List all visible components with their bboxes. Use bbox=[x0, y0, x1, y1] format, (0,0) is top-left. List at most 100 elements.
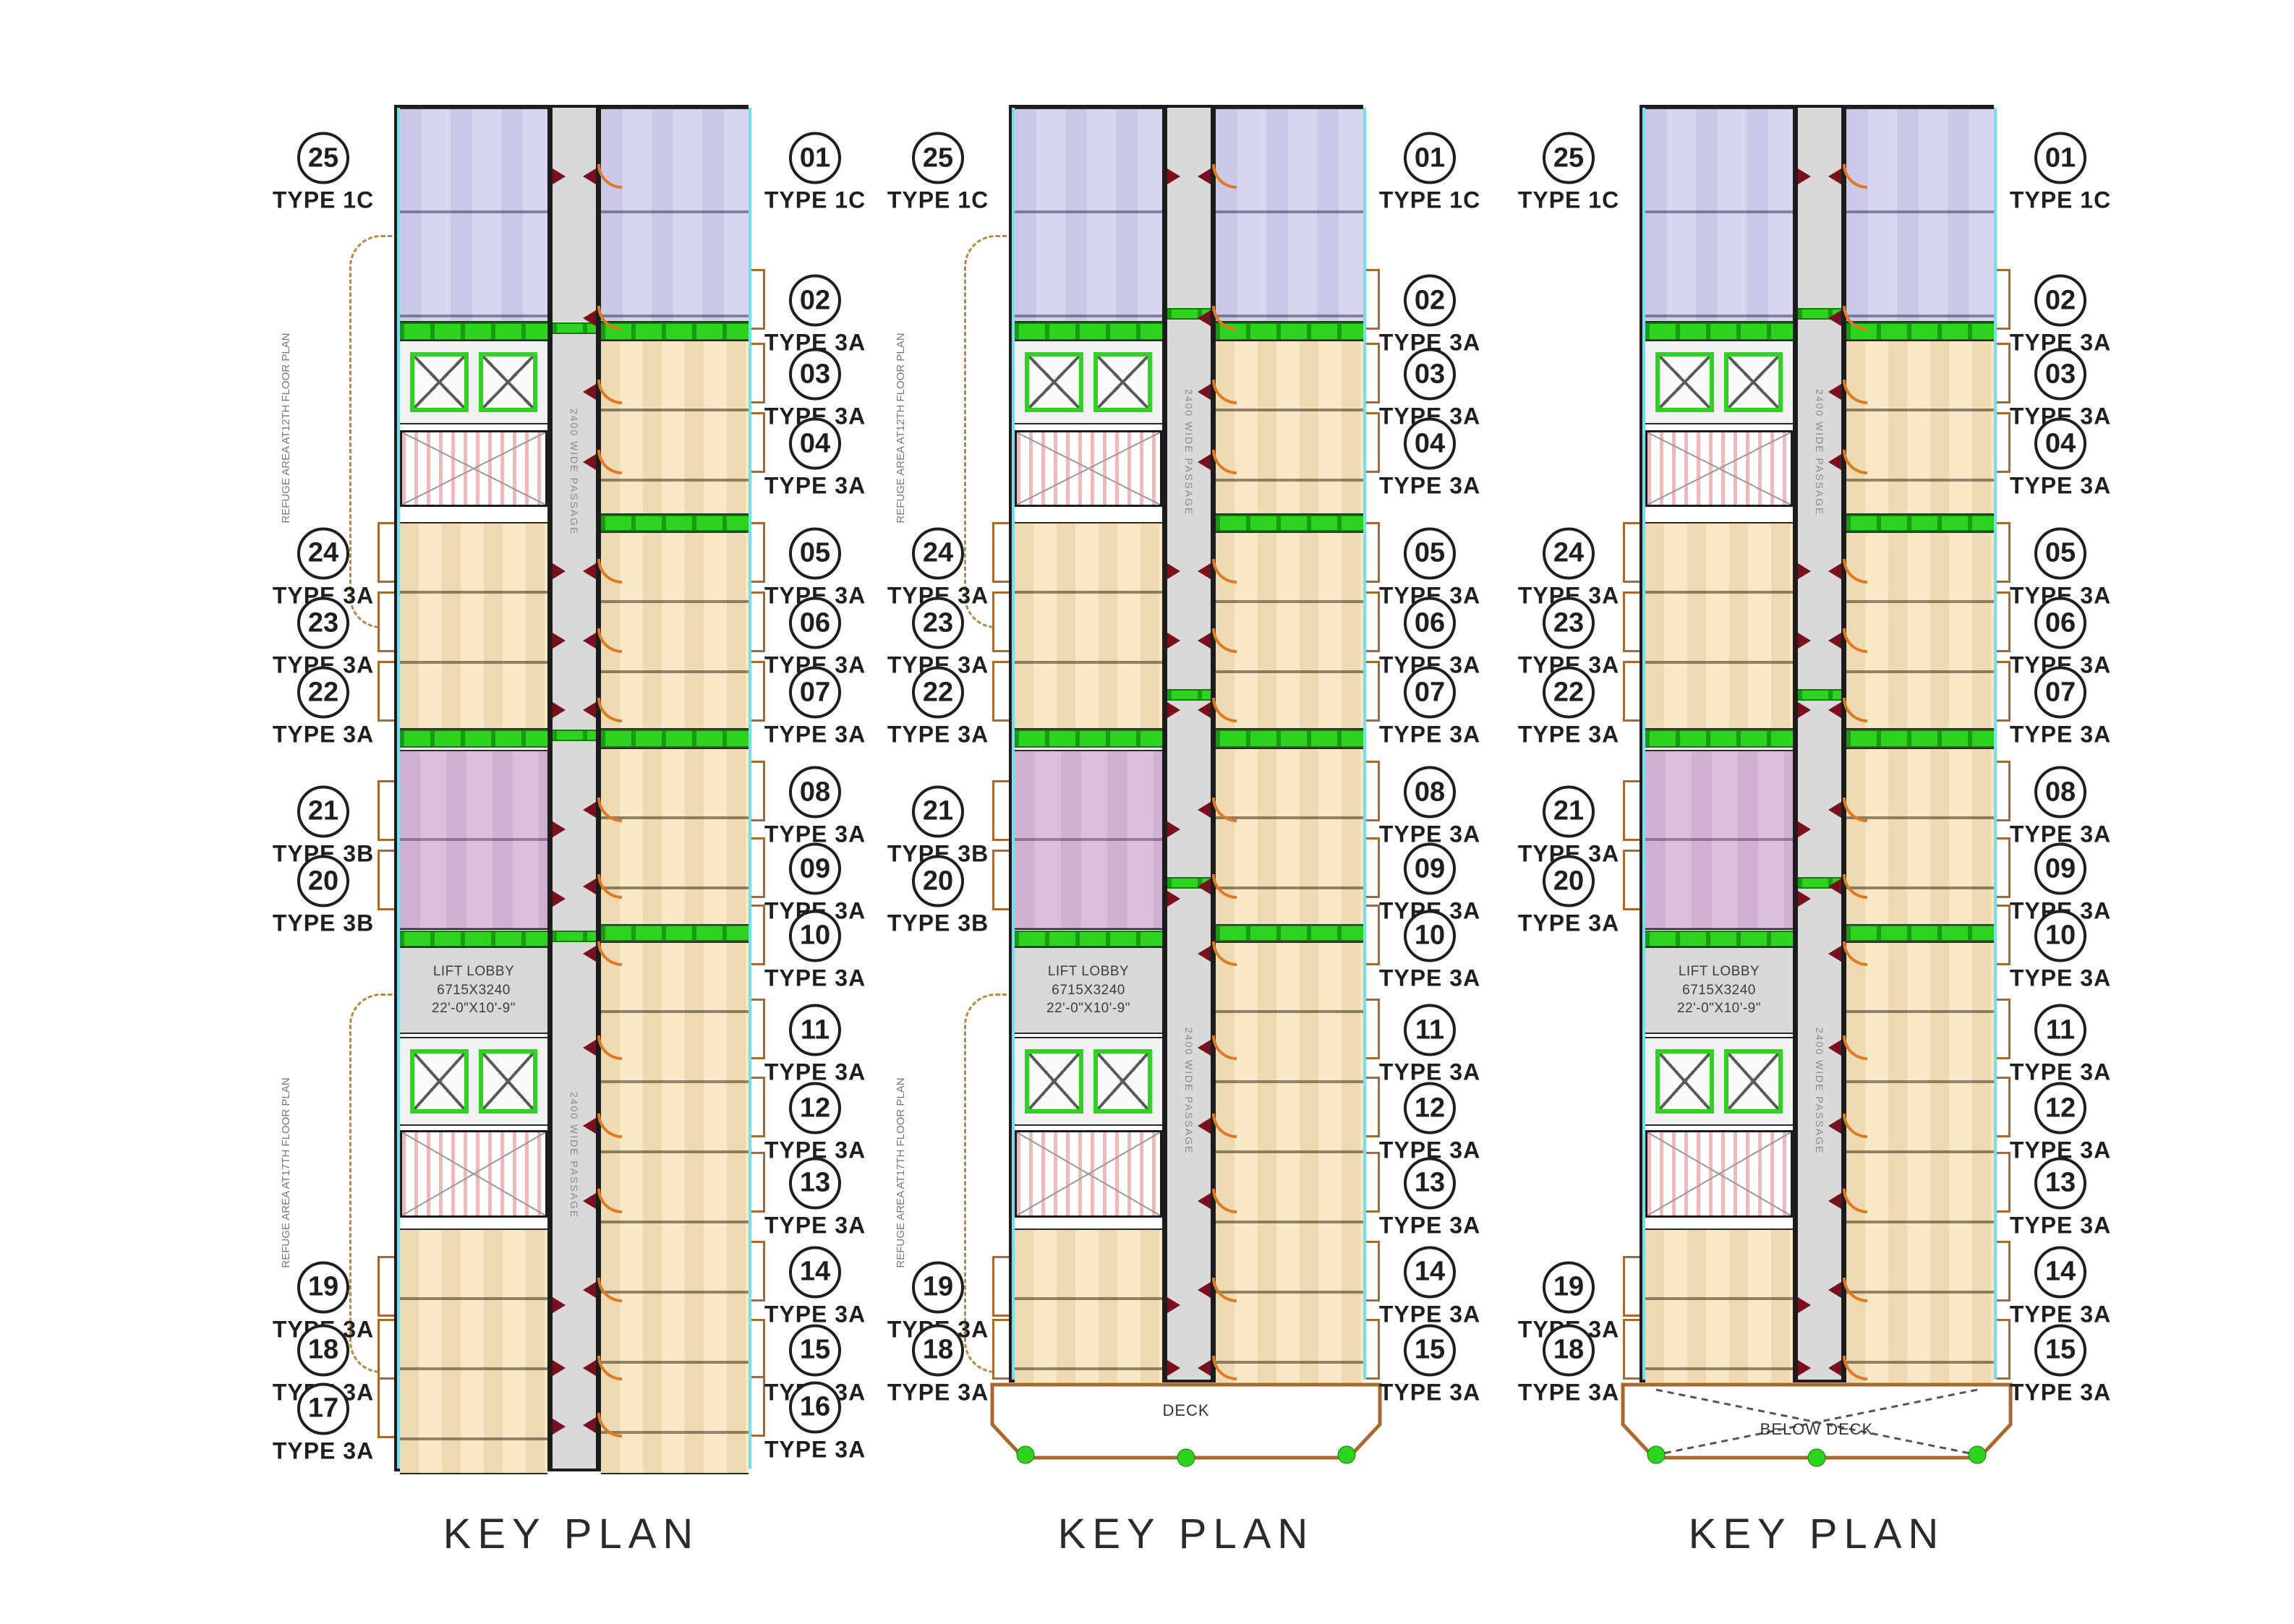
door-marker-icon bbox=[553, 891, 566, 907]
door-marker-icon bbox=[1198, 1359, 1211, 1376]
door-marker-icon bbox=[1798, 563, 1811, 579]
unit-type-label: TYPE 3A bbox=[1378, 965, 1481, 991]
unit-type-label: TYPE 3B bbox=[272, 910, 375, 936]
unit-number-badge: 20 bbox=[297, 855, 349, 907]
unit-number-badge: 04 bbox=[789, 417, 841, 470]
passage-width-label: 2400 WIDE PASSAGE bbox=[568, 1091, 580, 1219]
balcony-tab bbox=[992, 779, 1011, 841]
unit-segment-stair bbox=[400, 430, 547, 507]
unit-segment-green bbox=[1846, 925, 1994, 941]
units-column-right bbox=[1841, 108, 1997, 1385]
door-marker-icon bbox=[583, 453, 596, 470]
unit-segment-green bbox=[1645, 322, 1793, 341]
unit-number-badge: 01 bbox=[1404, 132, 1456, 184]
lift-lobby-line: LIFT LOBBY bbox=[1678, 964, 1760, 980]
deck-label: BELOW DECK bbox=[1760, 1420, 1874, 1438]
door-marker-icon bbox=[1798, 633, 1811, 649]
unit-segment-lav bbox=[1645, 108, 1793, 322]
unit-number-badge: 02 bbox=[789, 274, 841, 327]
unit-type-label: TYPE 3A bbox=[2009, 1301, 2112, 1328]
door-marker-icon bbox=[1828, 1281, 1841, 1298]
unit-segment-beige bbox=[1216, 748, 1363, 926]
door-marker-icon bbox=[1828, 1118, 1841, 1134]
lift-box-icon bbox=[1093, 351, 1153, 413]
unit-number-badge: 09 bbox=[2034, 842, 2086, 895]
unit-type-label: TYPE 3A bbox=[2009, 965, 2112, 991]
unit-number-badge: 16 bbox=[789, 1381, 841, 1434]
unit-number-badge: 24 bbox=[297, 527, 349, 580]
unit-number-badge: 11 bbox=[2034, 1004, 2086, 1056]
unit-number-badge: 04 bbox=[1404, 417, 1456, 470]
unit-number-badge: 15 bbox=[789, 1324, 841, 1377]
unit-number-badge: 22 bbox=[297, 666, 349, 719]
unit-segment-stair bbox=[1645, 1130, 1793, 1218]
door-marker-icon bbox=[583, 1193, 596, 1209]
door-marker-icon bbox=[1167, 702, 1180, 719]
unit-segment-green bbox=[1645, 730, 1793, 748]
door-marker-icon bbox=[1828, 168, 1841, 184]
unit-segment-lifts bbox=[1645, 340, 1793, 424]
deck-label: DECK bbox=[1162, 1401, 1210, 1419]
unit-number-badge: 18 bbox=[912, 1324, 964, 1377]
door-marker-icon bbox=[1198, 563, 1211, 579]
door-marker-icon bbox=[1198, 1118, 1211, 1134]
lift-lobby-line: 22'-0"X10'-9" bbox=[432, 1001, 516, 1017]
units-column-right bbox=[1211, 108, 1366, 1385]
unit-number-badge: 24 bbox=[1543, 527, 1595, 580]
door-marker-icon bbox=[553, 168, 566, 184]
unit-segment-lav bbox=[400, 108, 547, 322]
door-marker-icon bbox=[1167, 168, 1180, 184]
unit-segment-mauve bbox=[1645, 750, 1793, 930]
door-marker-icon bbox=[1828, 945, 1841, 962]
unit-segment-mauve bbox=[1015, 750, 1162, 930]
unit-segment-lav bbox=[1216, 108, 1363, 322]
unit-type-label: TYPE 1C bbox=[1378, 187, 1481, 213]
unit-type-label: TYPE 3A bbox=[2009, 472, 2112, 499]
door-marker-icon bbox=[1798, 702, 1811, 719]
lift-box-icon bbox=[478, 1049, 538, 1114]
door-marker-icon bbox=[1167, 633, 1180, 649]
unit-number-badge: 13 bbox=[1404, 1157, 1456, 1210]
unit-number-badge: 22 bbox=[912, 666, 964, 719]
unit-number-badge: 14 bbox=[789, 1246, 841, 1299]
unit-number-badge: 18 bbox=[297, 1324, 349, 1377]
lift-box-icon bbox=[478, 351, 538, 413]
unit-segment-beige bbox=[1846, 748, 1994, 926]
door-marker-icon bbox=[583, 702, 596, 719]
unit-type-label: TYPE 3A bbox=[1378, 1379, 1481, 1406]
unit-segment-lav bbox=[1846, 108, 1994, 322]
unit-segment-beige bbox=[1645, 1228, 1793, 1385]
door-marker-icon bbox=[1828, 702, 1841, 719]
unit-number-badge: 06 bbox=[789, 597, 841, 649]
door-marker-icon bbox=[553, 1296, 566, 1313]
unit-segment-beige bbox=[601, 531, 749, 730]
unit-type-label: TYPE 3A bbox=[764, 1212, 866, 1239]
unit-number-badge: 05 bbox=[2034, 527, 2086, 580]
unit-number-badge: 13 bbox=[789, 1157, 841, 1210]
door-marker-icon bbox=[1828, 563, 1841, 579]
lift-box-icon bbox=[1723, 1049, 1783, 1114]
